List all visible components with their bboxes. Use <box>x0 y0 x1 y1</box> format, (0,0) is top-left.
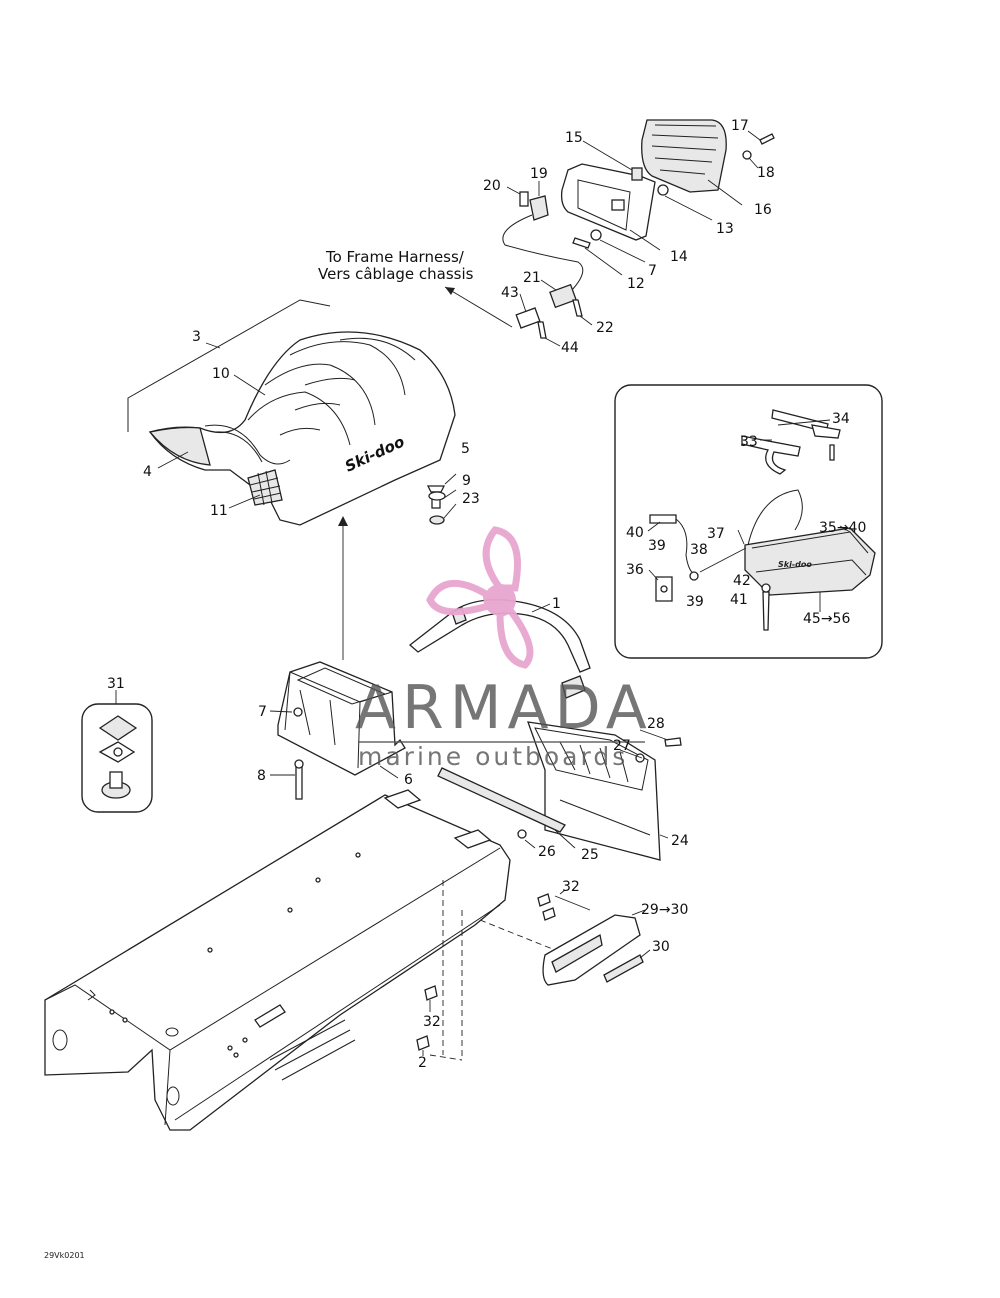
label-29-30: 29→30 <box>641 902 688 918</box>
harness-note-line1: To Frame Harness/ <box>325 248 465 266</box>
label-9: 9 <box>462 473 471 489</box>
label-31: 31 <box>107 676 125 692</box>
label-32-tunnel: 32 <box>423 1014 441 1030</box>
box-logo: Ski-doo <box>778 560 812 569</box>
label-17: 17 <box>731 118 749 134</box>
label-33: 33 <box>740 434 758 450</box>
label-14: 14 <box>670 249 688 265</box>
label-30: 30 <box>652 939 670 955</box>
label-7-taillight: 7 <box>648 263 657 279</box>
label-43: 43 <box>501 285 519 301</box>
label-6: 6 <box>404 772 413 788</box>
label-40: 40 <box>626 525 644 541</box>
label-5: 5 <box>461 441 470 457</box>
label-27: 27 <box>613 738 631 754</box>
label-39-wire: 39 <box>648 538 666 554</box>
label-25: 25 <box>581 847 599 863</box>
label-1: 1 <box>552 596 561 612</box>
label-36: 36 <box>626 562 644 578</box>
label-20: 20 <box>483 178 501 194</box>
label-12: 12 <box>627 276 645 292</box>
callout-labels: 1 2 3 4 5 6 7 7 8 9 10 11 12 13 14 15 16… <box>107 118 866 1071</box>
harness-note-line2: Vers câblage chassis <box>318 265 474 283</box>
label-38: 38 <box>690 542 708 558</box>
label-39-washer: 39 <box>686 594 704 610</box>
label-3: 3 <box>192 329 201 345</box>
label-10: 10 <box>212 366 230 382</box>
diagram-code: 29Vk0201 <box>44 1251 85 1260</box>
rear-bumper <box>416 889 651 1056</box>
label-18: 18 <box>757 165 775 181</box>
watermark: ARMADA marine outboards <box>355 526 653 771</box>
label-26: 26 <box>538 844 556 860</box>
label-23: 23 <box>462 491 480 507</box>
label-13: 13 <box>716 221 734 237</box>
propeller-logo <box>426 526 534 669</box>
label-35-40: 35→40 <box>819 520 866 536</box>
storage-box <box>269 661 406 800</box>
label-21: 21 <box>523 270 541 286</box>
watermark-subtitle: marine outboards <box>358 742 628 771</box>
label-16: 16 <box>754 202 772 218</box>
mounting-kit <box>81 690 153 813</box>
label-34: 34 <box>832 411 850 427</box>
label-28: 28 <box>647 716 665 732</box>
taillight-assembly <box>444 119 775 347</box>
label-11: 11 <box>210 503 228 519</box>
label-42: 42 <box>733 573 751 589</box>
label-15: 15 <box>565 130 583 146</box>
label-37: 37 <box>707 526 725 542</box>
label-22: 22 <box>596 320 614 336</box>
label-4: 4 <box>143 464 152 480</box>
rear-tunnel <box>44 789 581 1131</box>
seat-assembly: Ski-doo <box>127 299 457 660</box>
label-24: 24 <box>671 833 689 849</box>
label-45-56: 45→56 <box>803 611 850 627</box>
label-32-bumper: 32 <box>562 879 580 895</box>
label-19: 19 <box>530 166 548 182</box>
toolbox-inset: Ski-doo <box>614 384 883 659</box>
label-41: 41 <box>730 592 748 608</box>
watermark-title: ARMADA <box>355 673 653 743</box>
label-8: 8 <box>257 768 266 784</box>
snow-flap <box>437 721 682 861</box>
label-7-box: 7 <box>258 704 267 720</box>
label-2: 2 <box>418 1055 427 1071</box>
label-44: 44 <box>561 340 579 356</box>
